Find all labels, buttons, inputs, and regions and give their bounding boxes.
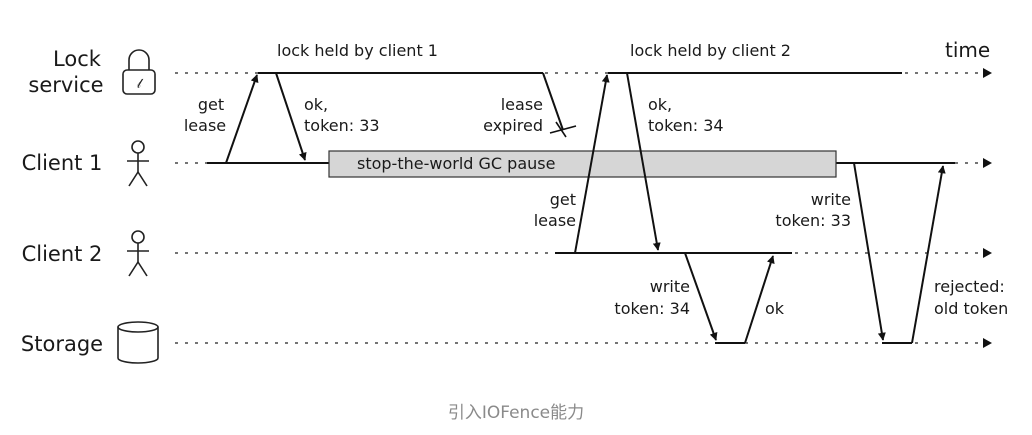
write-token33-label-line1: write bbox=[811, 190, 851, 209]
time-label: time bbox=[945, 38, 990, 62]
rejected-response-arrow bbox=[911, 165, 946, 344]
rejected-label-line1: rejected: bbox=[934, 277, 1005, 296]
write-token33-arrow bbox=[853, 162, 886, 341]
lock-timeline-arrowhead bbox=[983, 68, 992, 78]
lease-expired-label-line2: expired bbox=[483, 116, 543, 135]
svg-text:𝓁: 𝓁 bbox=[137, 77, 144, 92]
lease-expired-cross bbox=[549, 121, 577, 138]
ok-token33-label-line1: ok, bbox=[304, 95, 328, 114]
ok-token34-label-line1: ok, bbox=[648, 95, 672, 114]
lane-label-service: service bbox=[28, 73, 103, 97]
storage-timeline-arrowhead bbox=[983, 338, 992, 348]
client2-person-icon bbox=[127, 230, 149, 277]
lease-expiry-line bbox=[542, 72, 564, 131]
lease-expired-label-line1: lease bbox=[501, 95, 543, 114]
gc-pause-bar bbox=[328, 150, 837, 178]
client1-timeline-arrowhead bbox=[983, 158, 992, 168]
storage-database-icon bbox=[117, 321, 159, 364]
ok-response-arrow bbox=[744, 255, 775, 344]
ok-label: ok bbox=[765, 299, 785, 318]
lock-icon: 𝓁 bbox=[122, 49, 156, 95]
get-lease-2-label-line2: lease bbox=[534, 211, 576, 230]
ok-token34-arrow bbox=[626, 72, 661, 251]
get-lease-1-label-line1: get bbox=[198, 95, 224, 114]
lane-label-client2: Client 2 bbox=[22, 242, 103, 266]
rejected-label-line2: old token bbox=[934, 299, 1008, 318]
write-token34-label-line2: token: 34 bbox=[614, 299, 690, 318]
lock-held-client1-label: lock held by client 1 bbox=[277, 41, 438, 60]
get-lease-1-arrow bbox=[225, 74, 259, 164]
write-token33-label-line2: token: 33 bbox=[775, 211, 851, 230]
write-token34-label-line1: write bbox=[650, 277, 690, 296]
ok-token33-label-line2: token: 33 bbox=[304, 116, 380, 135]
get-lease-1-label-line2: lease bbox=[184, 116, 226, 135]
get-lease-2-arrow bbox=[574, 74, 610, 254]
ok-token33-arrow bbox=[275, 72, 307, 161]
get-lease-2-label-line1: get bbox=[550, 190, 576, 209]
client2-timeline-arrowhead bbox=[983, 248, 992, 258]
client1-person-icon bbox=[127, 140, 149, 187]
ok-token34-label-line2: token: 34 bbox=[648, 116, 724, 135]
figure-caption: 引入IOFence能力 bbox=[447, 403, 585, 423]
lane-label-lock: Lock bbox=[53, 47, 102, 71]
lane-label-storage: Storage bbox=[21, 332, 103, 356]
timelines bbox=[175, 72, 985, 344]
write-token34-arrow bbox=[684, 252, 718, 341]
gc-pause-label: stop-the-world GC pause bbox=[357, 154, 555, 173]
lane-label-client1: Client 1 bbox=[22, 151, 103, 175]
lock-held-client2-label: lock held by client 2 bbox=[630, 41, 791, 60]
